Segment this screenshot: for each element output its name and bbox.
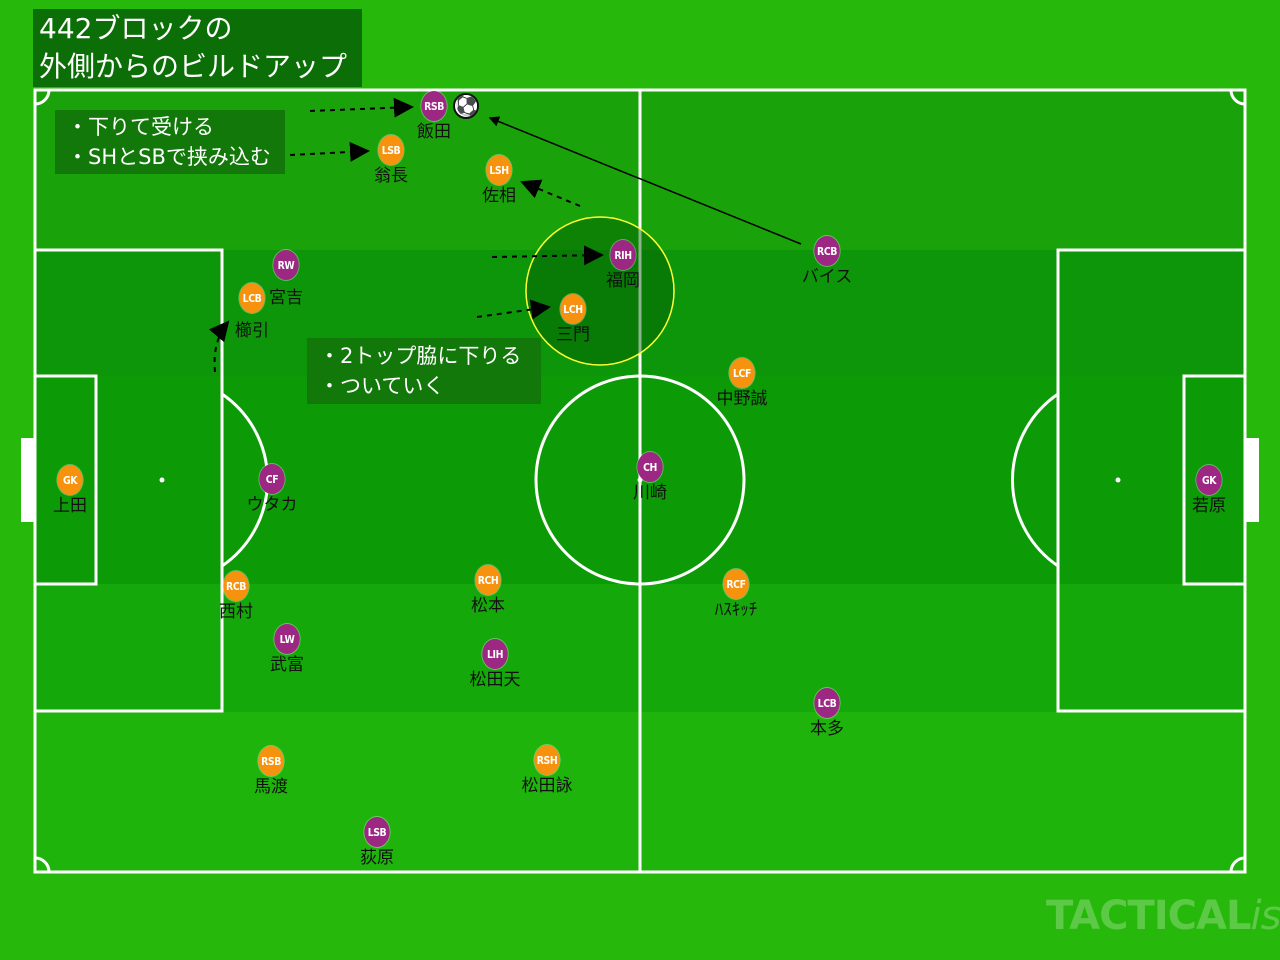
position-badge: LCB [239, 283, 265, 313]
player-name: 松田天 [469, 670, 521, 690]
corner-arc [34, 856, 51, 873]
right-penalty-spot [1115, 477, 1121, 483]
position-badge: LSB [364, 817, 390, 847]
player-name: 若原 [1192, 496, 1226, 516]
run-arrow [520, 179, 581, 207]
corner-arc [34, 89, 51, 106]
tactic-note: ・2トップ脇に下りる ・ついていく [307, 338, 541, 404]
run-arrow [476, 299, 551, 320]
player-name: 宮吉 [269, 288, 303, 308]
brand-sub: ista [1250, 893, 1280, 939]
position-badge: GK [1196, 465, 1222, 495]
position-badge: LSB [378, 135, 404, 165]
note-line: ・SHとSBで挟み込む [67, 145, 271, 169]
position-badge: LCH [560, 294, 586, 324]
player-name: バイス [801, 267, 853, 287]
soccer-ball-icon: ⚽ [453, 93, 479, 119]
player-name: 飯田 [417, 122, 451, 142]
position-badge: LW [274, 624, 300, 654]
right-penalty-arc [1010, 392, 1059, 568]
brand-main: TACTICAL [1046, 893, 1251, 939]
position-badge: LIH [482, 639, 508, 669]
position-badge: LSH [486, 155, 512, 185]
player-name: 西村 [219, 602, 253, 622]
position-badge: LCB [814, 688, 840, 718]
right-goal [1245, 438, 1259, 522]
player-name: 福岡 [606, 271, 640, 291]
pass-arrow [488, 116, 802, 245]
player-name: 三門 [556, 325, 590, 345]
corner-arc [1229, 856, 1246, 873]
run-arrow [309, 97, 414, 118]
position-badge: RSB [258, 746, 284, 776]
player-name: 本多 [810, 719, 844, 739]
position-badge: GK [57, 465, 83, 495]
player-name: 翁長 [374, 166, 408, 186]
highlight-circle [525, 216, 675, 366]
player-name: ﾊｽｷｯﾁ [714, 600, 758, 620]
player-name: 荻原 [360, 848, 394, 868]
position-badge: CF [259, 464, 285, 494]
position-badge: RSH [534, 745, 560, 775]
run-arrow [289, 141, 370, 162]
player-name: 中野誠 [716, 389, 768, 409]
player-name: 武富 [270, 655, 304, 675]
note-line: ・ついていく [319, 374, 445, 398]
position-badge: RCH [475, 565, 501, 595]
position-badge: RCB [223, 571, 249, 601]
player-name: 馬渡 [254, 777, 288, 797]
position-badge: RCF [723, 569, 749, 599]
position-badge: RIH [610, 240, 636, 270]
player-name: 松田詠 [521, 776, 573, 796]
player-name: 佐相 [482, 186, 516, 206]
title-line: 外側からのビルドアップ [39, 50, 348, 83]
position-badge: RSB [421, 91, 447, 121]
left-goal [21, 438, 35, 522]
run-arrow [491, 245, 604, 266]
left-penalty-spot [159, 477, 165, 483]
brand-watermark: TACTICALista [1046, 893, 1280, 939]
note-line: ・2トップ脇に下りる [319, 344, 522, 368]
title-line: 442ブロックの [39, 12, 233, 45]
diagram-title: 442ブロックの 外側からのビルドアップ [33, 9, 362, 87]
position-badge: CH [637, 452, 663, 482]
note-line: ・下りて受ける [67, 115, 214, 139]
position-badge: RCB [814, 236, 840, 266]
player-name: ウタカ [246, 495, 298, 515]
center-circle [534, 374, 746, 586]
corner-arc [1229, 89, 1246, 106]
player-name: 上田 [53, 496, 87, 516]
position-badge: LCF [729, 358, 755, 388]
position-badge: RW [273, 250, 299, 280]
player-name: 川崎 [633, 483, 667, 503]
player-name: 櫛引 [235, 321, 269, 341]
tactic-note: ・下りて受ける ・SHとSBで挟み込む [55, 110, 285, 174]
player-name: 松本 [471, 596, 505, 616]
